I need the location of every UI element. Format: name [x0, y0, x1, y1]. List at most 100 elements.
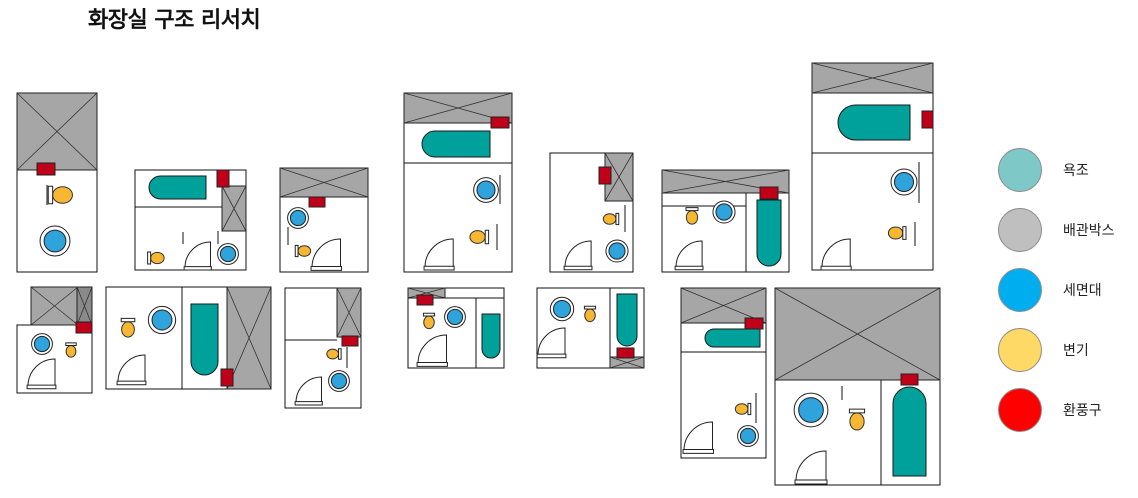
vent	[76, 322, 92, 333]
floor-plan-12	[537, 288, 644, 368]
sink	[712, 200, 736, 224]
bathtub	[838, 105, 910, 140]
pipe-shaft-cross	[681, 288, 766, 323]
floor-plan-10	[285, 288, 361, 408]
bathtub	[191, 304, 218, 375]
toilet	[685, 207, 699, 225]
floor-plan-8	[17, 287, 92, 393]
legend-label: 배관박스	[1063, 223, 1115, 239]
vent	[760, 187, 778, 199]
vent	[37, 163, 55, 175]
pipe-shaft-cross	[17, 93, 97, 170]
legend-item-vent: 환풍구	[998, 388, 1115, 432]
sink	[217, 243, 239, 265]
sink	[473, 177, 499, 203]
floor-plan-3	[280, 168, 368, 272]
toilet	[294, 245, 311, 257]
sink	[605, 239, 629, 263]
pipe-shaft-cross	[31, 287, 78, 325]
sink	[549, 296, 575, 322]
floor-plan-11	[408, 288, 504, 368]
vent	[417, 295, 433, 305]
pipe-shaft-cross	[408, 288, 445, 298]
floor-plan-6	[662, 170, 789, 272]
legend: 욕조 배관박스 세면대 변기 환풍구	[998, 148, 1115, 432]
legend-swatch-vent	[998, 388, 1042, 432]
legend-swatch-bathtub	[998, 148, 1042, 192]
floor-plan-14	[775, 288, 940, 485]
vent	[617, 348, 634, 358]
toilet	[65, 342, 77, 358]
sink	[287, 207, 309, 229]
pipe-shaft-cross	[280, 168, 368, 197]
legend-label: 변기	[1063, 343, 1089, 359]
pipe-shaft-cross	[775, 288, 940, 380]
sink	[328, 370, 350, 392]
sink	[793, 392, 829, 428]
floor-plan-9	[106, 287, 271, 389]
legend-item-toilet: 변기	[998, 328, 1115, 372]
bathtub	[422, 131, 490, 157]
sink	[737, 425, 759, 447]
sink	[444, 306, 466, 328]
toilet	[469, 229, 490, 245]
bathtub	[757, 200, 781, 266]
bathtub	[149, 176, 206, 199]
floor-plan-7	[812, 63, 933, 270]
vent	[745, 318, 763, 329]
sink	[147, 305, 177, 335]
pipe-shaft-cross	[337, 288, 361, 337]
partition-wall	[497, 175, 500, 250]
vent	[922, 111, 933, 128]
vent	[217, 170, 229, 187]
bathtub	[617, 294, 637, 346]
page-title: 화장실 구조 리서치	[88, 8, 261, 33]
sink	[31, 333, 53, 355]
legend-item-pipe-shaft: 배관박스	[998, 208, 1115, 252]
vent	[599, 167, 611, 184]
partition-wall	[183, 231, 218, 244]
sink	[39, 225, 71, 257]
bathtub	[893, 387, 926, 476]
partition-wall	[915, 162, 919, 246]
vent	[309, 197, 325, 207]
pipe-shaft-cross	[227, 287, 271, 389]
legend-swatch-pipe-shaft	[998, 208, 1042, 252]
toilet	[423, 312, 435, 329]
floor-plan-4	[404, 93, 512, 272]
pipe-shaft-cross	[610, 357, 644, 368]
toilet	[326, 348, 342, 360]
legend-swatch-toilet	[998, 328, 1042, 372]
toilet	[147, 251, 165, 265]
bathtub	[482, 314, 500, 358]
pipe-shaft-cross	[77, 287, 92, 325]
pipe-shaft-cross	[812, 63, 933, 93]
toilet	[888, 226, 907, 240]
toilet	[120, 317, 136, 338]
floor-plan-5	[550, 153, 633, 272]
vent	[901, 374, 918, 385]
bathtub	[705, 329, 760, 347]
vent	[221, 369, 233, 386]
sink	[890, 168, 918, 196]
legend-item-sink: 세면대	[998, 268, 1115, 312]
partition-wall	[285, 340, 347, 368]
toilet	[602, 213, 620, 225]
toilet	[848, 408, 866, 431]
floor-plan-2	[135, 170, 246, 270]
vent	[342, 336, 358, 346]
legend-label: 세면대	[1063, 283, 1102, 299]
legend-swatch-sink	[998, 268, 1042, 312]
pipe-shaft-cross	[605, 153, 633, 201]
legend-label: 욕조	[1063, 163, 1089, 179]
floor-plan-1	[17, 93, 97, 272]
toilet	[734, 403, 752, 415]
toilet	[47, 185, 73, 205]
legend-item-bathtub: 욕조	[998, 148, 1115, 192]
pipe-shaft-cross	[222, 186, 246, 231]
toilet	[584, 305, 596, 322]
floor-plan-13	[681, 288, 766, 458]
vent	[491, 117, 509, 128]
legend-label: 환풍구	[1063, 403, 1102, 419]
